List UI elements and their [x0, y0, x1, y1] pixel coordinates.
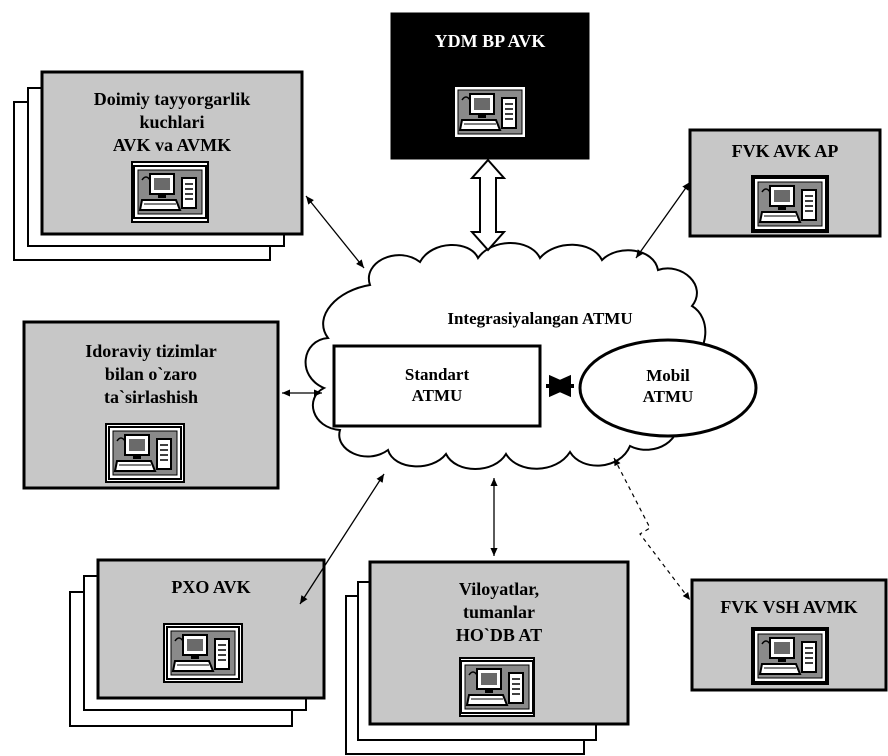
- standart-atmu-box: [332, 344, 542, 428]
- fvk-avk-ap-label: FVK AVK AP: [731, 141, 839, 161]
- ydm-bp-avk-label: YDM BP AVK: [434, 31, 546, 51]
- computer-workstation-icon: [108, 426, 182, 480]
- computer-workstation-icon: [753, 629, 827, 683]
- computer-workstation-icon: [133, 165, 207, 219]
- fvk-vsh-avmk-label: FVK VSH AVMK: [720, 597, 858, 617]
- viloyatlar-label: Viloyatlar, tumanlar HO`DB AT: [455, 579, 543, 645]
- computer-workstation-icon: [166, 626, 240, 680]
- fvk-avk-ap-cloud-arrow: [635, 181, 691, 259]
- computer-workstation-icon: [453, 85, 527, 139]
- standart-atmu-label: Standart ATMU: [404, 365, 470, 405]
- pxo-avk-label: PXO AVK: [171, 577, 251, 597]
- fvk-vsh-wireless-link: [613, 457, 691, 601]
- mobil-atmu-label: Mobil ATMU: [642, 366, 694, 406]
- computer-workstation-icon: [460, 660, 534, 714]
- doimiy-cloud-arrow: [305, 195, 365, 269]
- doimiy-label: Doimiy tayyorgarlik kuchlari AVK va AVMK: [93, 89, 251, 155]
- idoraviy-label: Idoraviy tizimlar bilan o`zaro ta`sirlas…: [85, 341, 217, 407]
- mobil-atmu-ellipse: [578, 338, 758, 438]
- ydm-cloud-double-arrow: [469, 158, 507, 252]
- cloud-title-label: Integrasiyalangan ATMU: [447, 309, 633, 328]
- pxo-cloud-arrow: [299, 473, 385, 605]
- computer-workstation-icon: [753, 177, 827, 231]
